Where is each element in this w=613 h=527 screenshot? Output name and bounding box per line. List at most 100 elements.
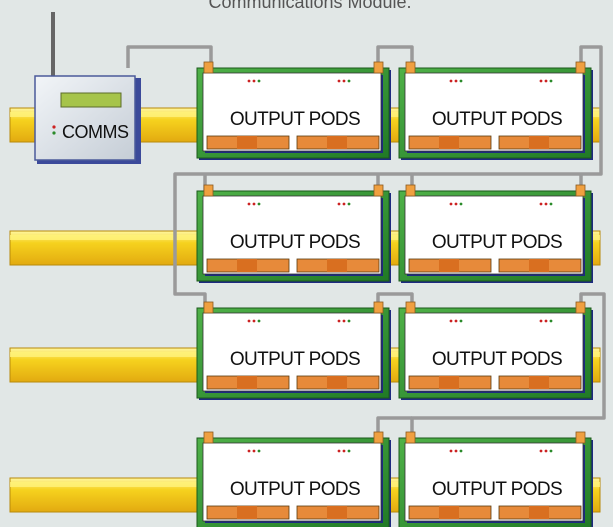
status-led-green bbox=[549, 79, 553, 83]
status-led-green bbox=[459, 319, 463, 323]
comms-lcd-display bbox=[60, 92, 122, 108]
connector-port-icon bbox=[203, 301, 214, 314]
status-led-red bbox=[247, 449, 251, 453]
status-led-red bbox=[252, 202, 256, 206]
status-led-red bbox=[449, 449, 453, 453]
status-led-red bbox=[337, 79, 341, 83]
status-led-red bbox=[539, 202, 543, 206]
status-led-green bbox=[257, 202, 261, 206]
status-led-red bbox=[342, 449, 346, 453]
terminal-strip-segment bbox=[529, 259, 549, 272]
terminal-strip-segment bbox=[237, 136, 257, 149]
output-pod: OUTPUT PODS bbox=[196, 301, 391, 400]
status-led-red bbox=[342, 79, 346, 83]
connector-port-icon bbox=[373, 301, 384, 314]
output-pods: OUTPUT PODS OUTPUT PODS OUTPUT PODS OUTPUT … bbox=[196, 61, 593, 527]
connector-port-icon bbox=[405, 61, 416, 74]
status-led-green bbox=[549, 449, 553, 453]
connector-port-icon bbox=[405, 431, 416, 444]
status-led-red bbox=[247, 79, 251, 83]
terminal-strip-segment bbox=[439, 136, 459, 149]
status-led-red bbox=[454, 79, 458, 83]
terminal-strip-segment bbox=[529, 506, 549, 519]
status-led-red bbox=[539, 79, 543, 83]
status-led-red bbox=[544, 79, 548, 83]
status-led-green bbox=[257, 79, 261, 83]
status-led-red bbox=[449, 319, 453, 323]
connector-port-icon bbox=[203, 431, 214, 444]
output-pod: OUTPUT PODS bbox=[398, 61, 593, 160]
output-pod-label: OUTPUT PODS bbox=[230, 349, 360, 370]
output-pod-label: OUTPUT PODS bbox=[432, 479, 562, 500]
connector-port-icon bbox=[405, 184, 416, 197]
terminal-strip-segment bbox=[439, 506, 459, 519]
output-pod: OUTPUT PODS bbox=[196, 431, 391, 527]
diagram-caption: Communications Module. bbox=[208, 0, 411, 12]
status-led-green bbox=[459, 449, 463, 453]
output-pod-label: OUTPUT PODS bbox=[432, 109, 562, 130]
status-led-red bbox=[454, 319, 458, 323]
terminal-strip-segment bbox=[327, 259, 347, 272]
terminal-strip-segment bbox=[439, 259, 459, 272]
status-led-green bbox=[459, 79, 463, 83]
terminal-strip-segment bbox=[327, 136, 347, 149]
status-led-red bbox=[539, 319, 543, 323]
output-pod-label: OUTPUT PODS bbox=[432, 232, 562, 253]
status-led-red bbox=[337, 319, 341, 323]
status-led-red bbox=[342, 202, 346, 206]
status-led-red bbox=[252, 449, 256, 453]
connector-port-icon bbox=[203, 61, 214, 74]
output-pod: OUTPUT PODS bbox=[398, 431, 593, 527]
network-cable bbox=[410, 292, 606, 438]
connector-port-icon bbox=[203, 184, 214, 197]
status-led-red bbox=[252, 319, 256, 323]
connector-port-icon bbox=[373, 184, 384, 197]
terminal-strip-segment bbox=[327, 506, 347, 519]
status-led-red bbox=[337, 449, 341, 453]
status-led-red bbox=[544, 319, 548, 323]
terminal-strip-segment bbox=[529, 136, 549, 149]
output-pod: OUTPUT PODS bbox=[196, 184, 391, 283]
comms-module-body bbox=[34, 75, 136, 161]
terminal-strip-segment bbox=[237, 506, 257, 519]
status-led-green bbox=[347, 79, 351, 83]
output-pod-label: OUTPUT PODS bbox=[230, 109, 360, 130]
status-led-green bbox=[347, 449, 351, 453]
network-cable bbox=[173, 45, 603, 308]
status-led-green bbox=[459, 202, 463, 206]
status-led-red bbox=[449, 202, 453, 206]
terminal-strip-segment bbox=[439, 376, 459, 389]
status-led-red bbox=[252, 79, 256, 83]
output-pod-label: OUTPUT PODS bbox=[230, 479, 360, 500]
output-pod-label: OUTPUT PODS bbox=[230, 232, 360, 253]
terminal-strip-segment bbox=[237, 376, 257, 389]
status-led-red bbox=[247, 202, 251, 206]
status-led-green bbox=[549, 202, 553, 206]
connector-port-icon bbox=[405, 301, 416, 314]
status-led-red bbox=[539, 449, 543, 453]
status-led-green bbox=[347, 319, 351, 323]
network-cable bbox=[126, 45, 213, 68]
status-led-green bbox=[257, 319, 261, 323]
connector-port-icon bbox=[373, 431, 384, 444]
network-cable bbox=[376, 292, 414, 308]
status-led-red bbox=[247, 319, 251, 323]
terminal-strip-segment bbox=[327, 376, 347, 389]
network-cable bbox=[376, 416, 412, 438]
status-led-red bbox=[337, 202, 341, 206]
connector-port-icon bbox=[575, 301, 586, 314]
comms-led-green bbox=[52, 131, 56, 135]
network-cable bbox=[376, 45, 414, 68]
connector-port-icon bbox=[373, 61, 384, 74]
output-pod-label: OUTPUT PODS bbox=[432, 349, 562, 370]
status-led-green bbox=[257, 449, 261, 453]
status-led-red bbox=[544, 449, 548, 453]
status-led-red bbox=[454, 202, 458, 206]
comms-label: COMMS bbox=[62, 122, 129, 142]
connector-port-icon bbox=[575, 431, 586, 444]
output-pod: OUTPUT PODS bbox=[196, 61, 391, 160]
comms-led-red bbox=[52, 125, 56, 129]
connector-port-icon bbox=[575, 184, 586, 197]
